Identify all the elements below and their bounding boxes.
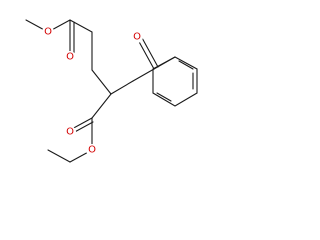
bond-c3-c4	[91, 69, 112, 95]
bond-ketone-c-o-a	[136, 37, 155, 70]
bond-ketone-c-o-b	[140, 35, 159, 68]
oxygen-atom-upper-ether: O	[44, 27, 52, 38]
bond-methyl2-end	[47, 149, 71, 163]
phenyl-double-bond-bottom	[156, 92, 172, 102]
oxygen-atom-lower-ether: O	[88, 145, 96, 156]
oxygen-atom-upper-carbonyl: O	[66, 52, 74, 63]
phenyl-ring-outline	[152, 56, 198, 107]
oxygen-atom-lower-carbonyl: O	[66, 127, 74, 138]
bond-c4-c6	[91, 93, 112, 119]
bond-c1-c2	[69, 19, 93, 33]
oxygen-atom-ketone: O	[133, 32, 141, 43]
oxygen-label-bg-4	[64, 126, 76, 138]
phenyl-double-bond-top	[178, 60, 194, 70]
bond-c4-c5	[110, 80, 134, 95]
bond-c5-ketone-carbon	[132, 68, 155, 82]
oxygen-label-bg-3	[131, 31, 143, 43]
molecule-diagram: O O O O O	[25, 19, 198, 163]
structure-canvas: O O O O O	[25, 19, 198, 163]
oxygen-label-bg-5	[86, 144, 98, 156]
oxygen-label-bg-1	[42, 26, 54, 38]
oxygen-label-bg-2	[64, 51, 76, 63]
